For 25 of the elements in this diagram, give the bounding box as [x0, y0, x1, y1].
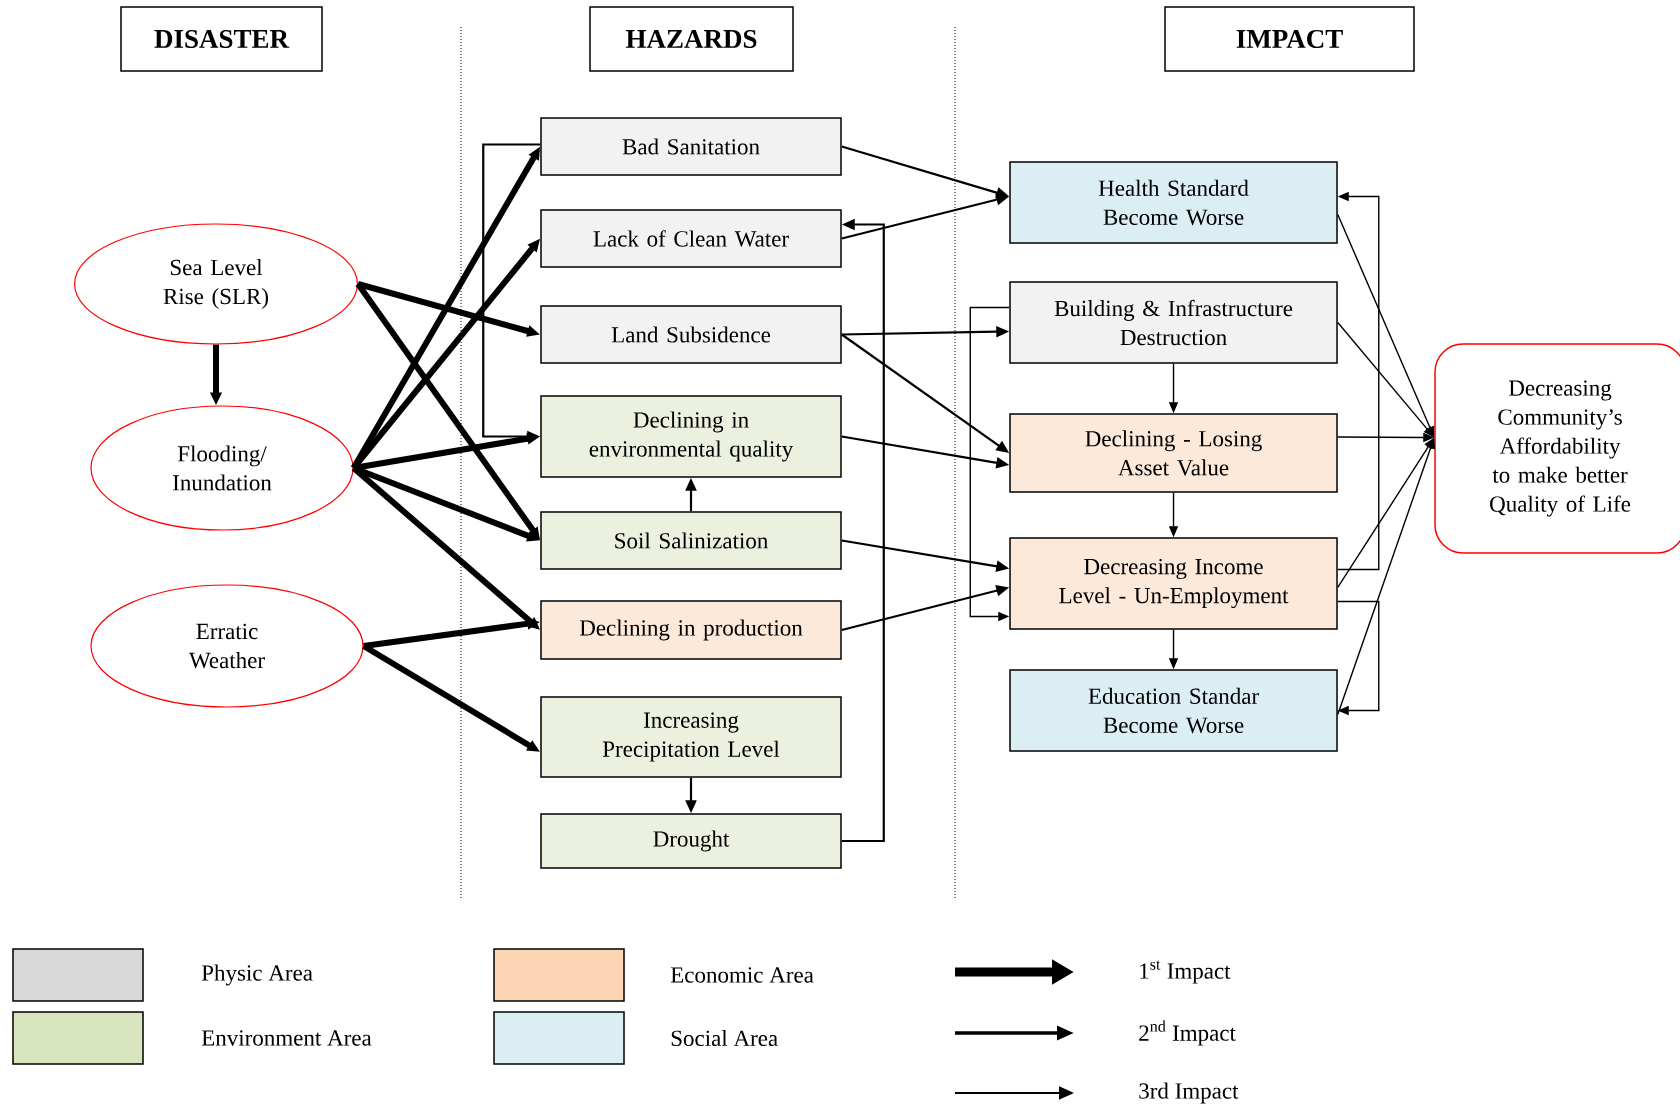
- hazard-box: Declining in production: [540, 600, 842, 660]
- legend-label: 1$^{st}$ Impact: [1140, 960, 1231, 984]
- legend-label: 2$^{nd}$ Impact: [1139, 1020, 1236, 1046]
- impact-box: Education Standar Become Worse: [1009, 669, 1338, 752]
- legend-label: 3rd Impact: [1139, 1082, 1239, 1104]
- hazard-box: Declining in environmental quality: [540, 395, 842, 478]
- hazard-box: Increasing Precipitation Level: [540, 696, 842, 778]
- outcome-box: Decreasing Community’s Affordability to make better Quality of Life: [1434, 343, 1680, 554]
- impact-box: Health Standard Become Worse: [1009, 161, 1338, 244]
- arrow: [1337, 600, 1380, 716]
- impact-box: Declining - Losing Asset Value: [1009, 413, 1338, 493]
- header-box: DISASTER: [120, 6, 323, 72]
- impact-box: Building & Infrastructure Destruction: [1009, 281, 1338, 364]
- hazard-box: Soil Salinization: [540, 511, 842, 570]
- hazard-box: Lack of Clean Water: [540, 209, 842, 268]
- hazard-box: Bad Sanitation: [540, 117, 842, 176]
- legend-label: Social Area: [671, 1029, 778, 1047]
- legend-label: Physic Area: [201, 964, 313, 986]
- header-box: HAZARDS: [589, 6, 794, 72]
- header-box: IMPACT: [1164, 6, 1415, 72]
- hazard-box: Land Subsidence: [540, 305, 842, 364]
- hazard-box: Drought: [540, 813, 842, 869]
- impact-box: Decreasing Income Level - Un-Employment: [1009, 537, 1338, 630]
- legend-label: Economic Area: [670, 967, 814, 983]
- legend-label: Environment Area: [201, 1030, 372, 1046]
